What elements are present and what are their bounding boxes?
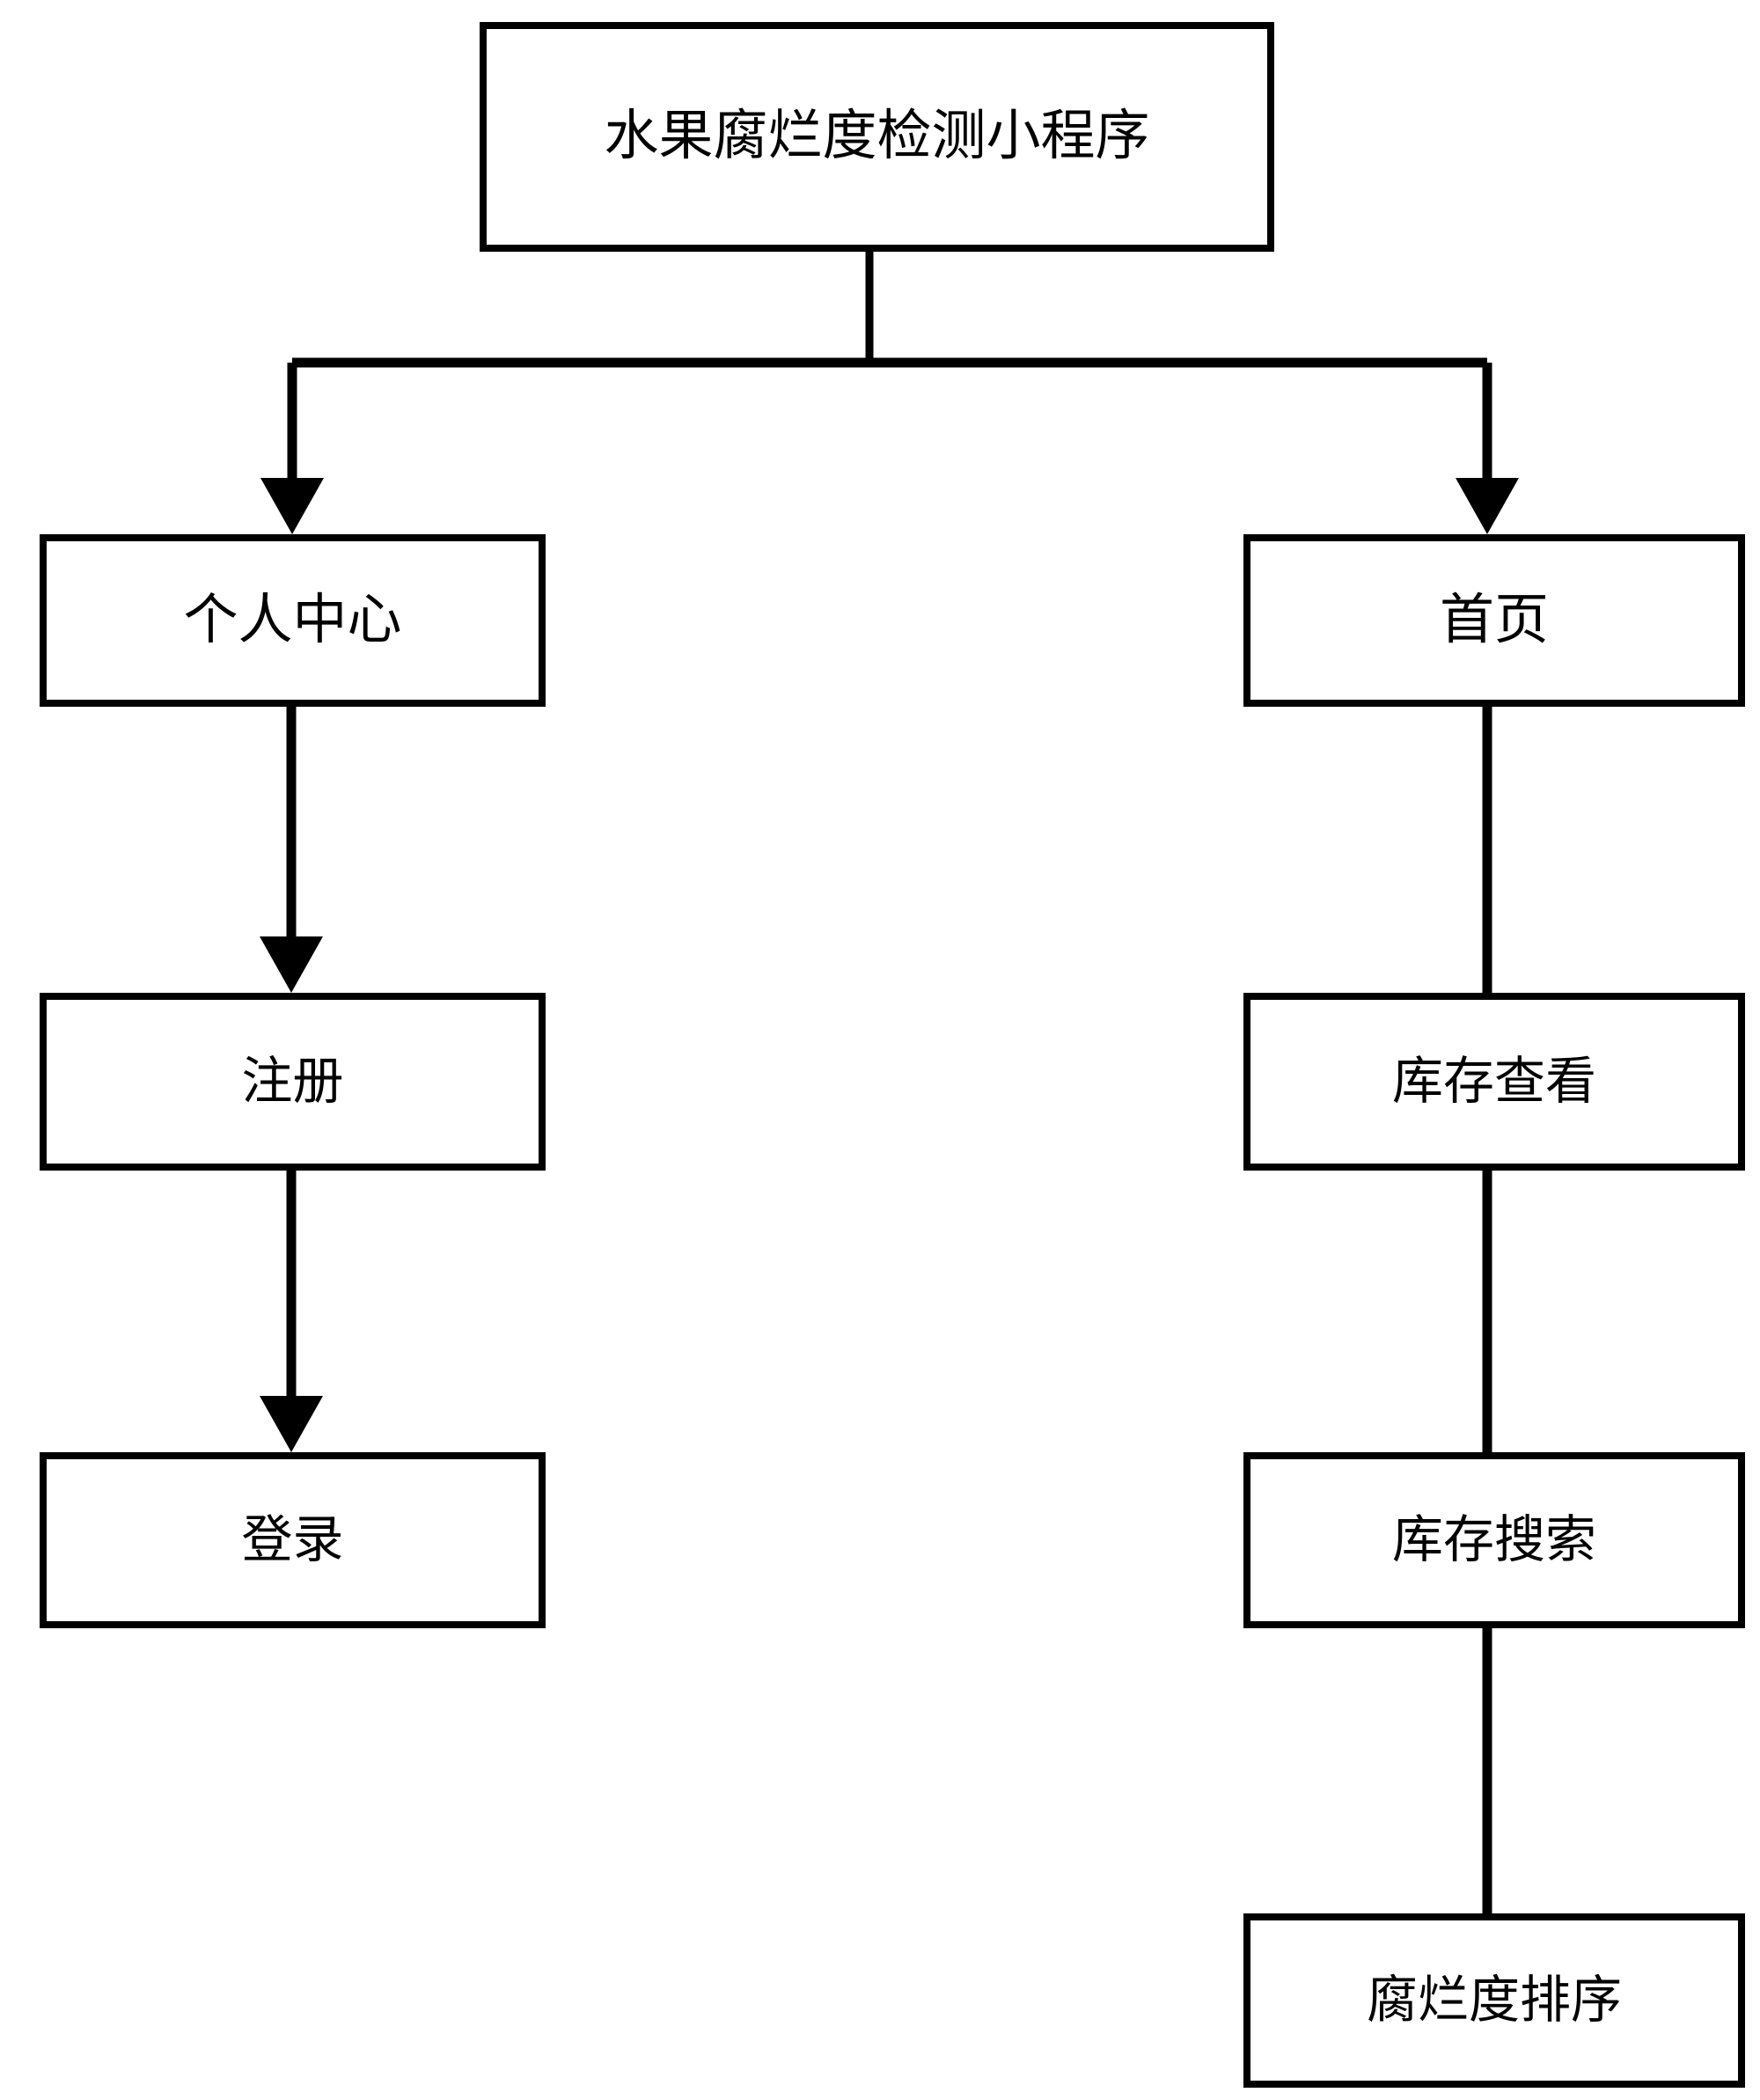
node-home[interactable]: 首页 [1243, 534, 1745, 707]
node-stock-view[interactable]: 库存查看 [1243, 993, 1745, 1171]
arrowhead-register-to-login [260, 1396, 323, 1452]
node-register[interactable]: 注册 [40, 993, 546, 1171]
node-home-label: 首页 [1439, 590, 1549, 650]
node-stock-view-label: 库存查看 [1391, 1053, 1596, 1111]
node-rot-sort-label: 腐烂度排序 [1366, 1972, 1622, 2030]
node-login[interactable]: 登录 [40, 1452, 546, 1628]
node-stock-search-label: 库存搜索 [1391, 1511, 1596, 1569]
node-stock-search[interactable]: 库存搜索 [1243, 1452, 1745, 1628]
node-login-label: 登录 [241, 1511, 344, 1569]
node-root-label: 水果腐烂度检测小程序 [604, 106, 1150, 167]
arrowhead-branch-to-profile [260, 478, 324, 534]
arrowhead-profile-to-register [260, 936, 323, 993]
node-root[interactable]: 水果腐烂度检测小程序 [480, 22, 1274, 252]
arrowhead-branch-to-home [1456, 478, 1519, 534]
node-profile-label: 个人中心 [183, 590, 402, 650]
node-profile[interactable]: 个人中心 [40, 534, 546, 707]
node-register-label: 注册 [241, 1053, 344, 1111]
node-rot-sort[interactable]: 腐烂度排序 [1243, 1913, 1745, 2088]
